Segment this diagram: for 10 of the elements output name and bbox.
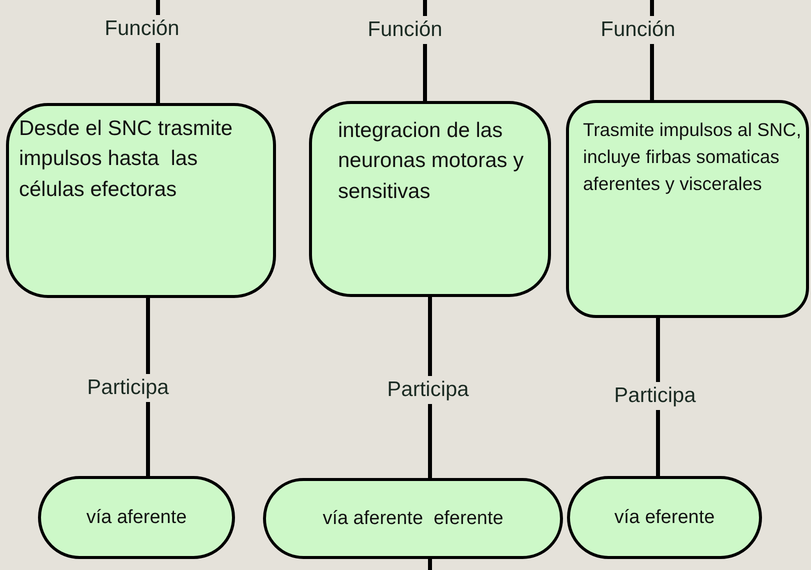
- box-text: vía aferente: [86, 506, 187, 530]
- box-text: vía eferente: [614, 506, 715, 530]
- concept-box: [6, 103, 276, 298]
- box-text: integracion de las neuronas motoras y sensitivas: [338, 118, 525, 205]
- box-text: vía aferente eferente: [322, 506, 504, 531]
- box-text: Desde el SNC trasmite impulsos hasta las células efectoras: [19, 116, 234, 203]
- concept-box: [309, 101, 551, 297]
- connector-line: [428, 559, 432, 570]
- box-text: Trasmite impulsos al SNC, incluye firbas somaticas aferentes y viscerales: [583, 118, 802, 196]
- concept-box: [566, 100, 809, 318]
